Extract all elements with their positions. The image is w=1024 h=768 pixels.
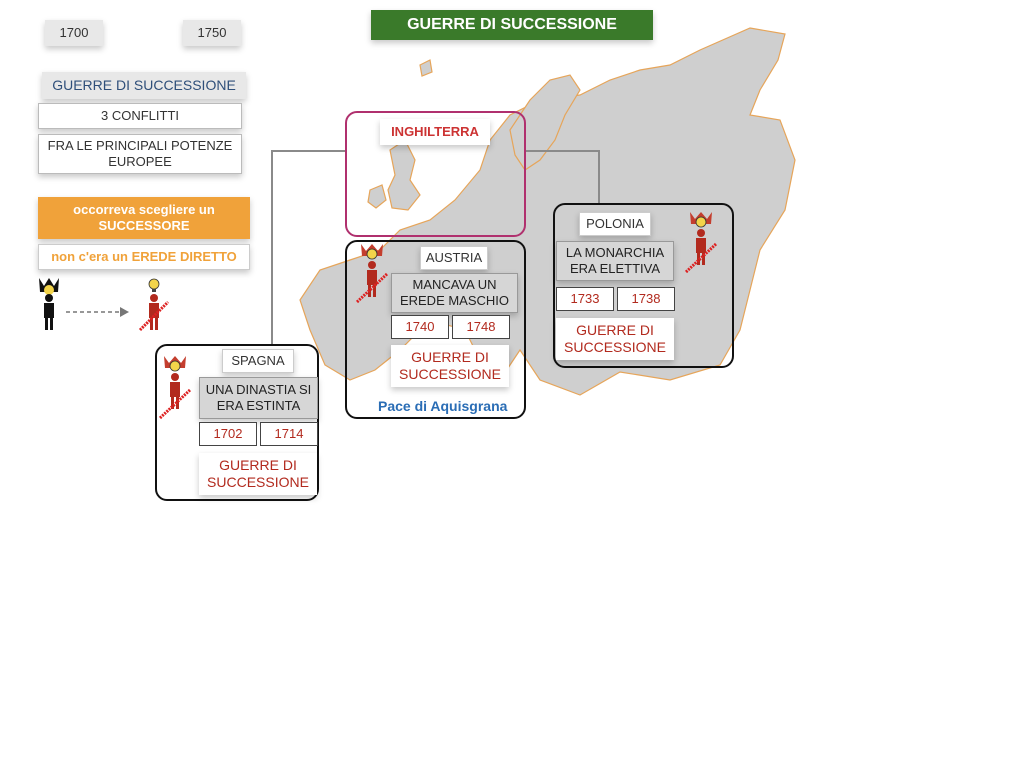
austria-start-year: 1740 [391, 315, 449, 339]
intro-need: occorreva scegliere un SUCCESSORE [38, 197, 250, 239]
polonia-start-year: 1733 [556, 287, 614, 311]
austria-cause: MANCAVA UN EREDE MASCHIO [391, 273, 518, 313]
austria-label: AUSTRIA [420, 246, 488, 270]
page-title: GUERRE DI SUCCESSIONE [371, 10, 653, 40]
inghilterra-label: INGHILTERRA [380, 119, 490, 145]
timeline-end: 1750 [183, 20, 241, 46]
timeline-start: 1700 [45, 20, 103, 46]
austria-result: GUERRE DI SUCCESSIONE [391, 345, 509, 387]
spagna-label: SPAGNA [222, 349, 294, 373]
connector-top-left [271, 150, 346, 152]
spagna-crossed-king-icon [158, 356, 192, 420]
connector-top-right [525, 150, 600, 152]
polonia-end-year: 1738 [617, 287, 675, 311]
spagna-cause: UNA DINASTIA SI ERA ESTINTA [199, 377, 318, 419]
polonia-cause: LA MONARCHIA ERA ELETTIVA [556, 241, 674, 281]
austria-crossed-king-icon [355, 244, 389, 304]
polonia-crossed-king-icon [684, 212, 718, 274]
intro-conflicts: 3 CONFLITTI [38, 103, 242, 129]
austria-peace: Pace di Aquisgrana [378, 398, 508, 414]
spagna-group [155, 344, 319, 501]
polonia-result: GUERRE DI SUCCESSIONE [556, 318, 674, 360]
austria-group [345, 240, 526, 419]
intro-heading: GUERRE DI SUCCESSIONE [42, 72, 246, 99]
arrow-icon [66, 307, 129, 317]
crossed-king-icon [138, 278, 170, 332]
king-icon [39, 278, 59, 330]
connector-polonia-vertical [598, 150, 600, 205]
intro-powers: FRA LE PRINCIPALI POTENZE EUROPEE [38, 134, 242, 174]
polonia-group [553, 203, 734, 368]
spagna-end-year: 1714 [260, 422, 318, 446]
spagna-result: GUERRE DI SUCCESSIONE [199, 453, 317, 495]
inghilterra-group [345, 111, 526, 237]
spagna-start-year: 1702 [199, 422, 257, 446]
polonia-label: POLONIA [579, 212, 651, 236]
connector-spagna-vertical [271, 150, 273, 346]
austria-end-year: 1748 [452, 315, 510, 339]
intro-reason: non c'era un EREDE DIRETTO [38, 244, 250, 270]
